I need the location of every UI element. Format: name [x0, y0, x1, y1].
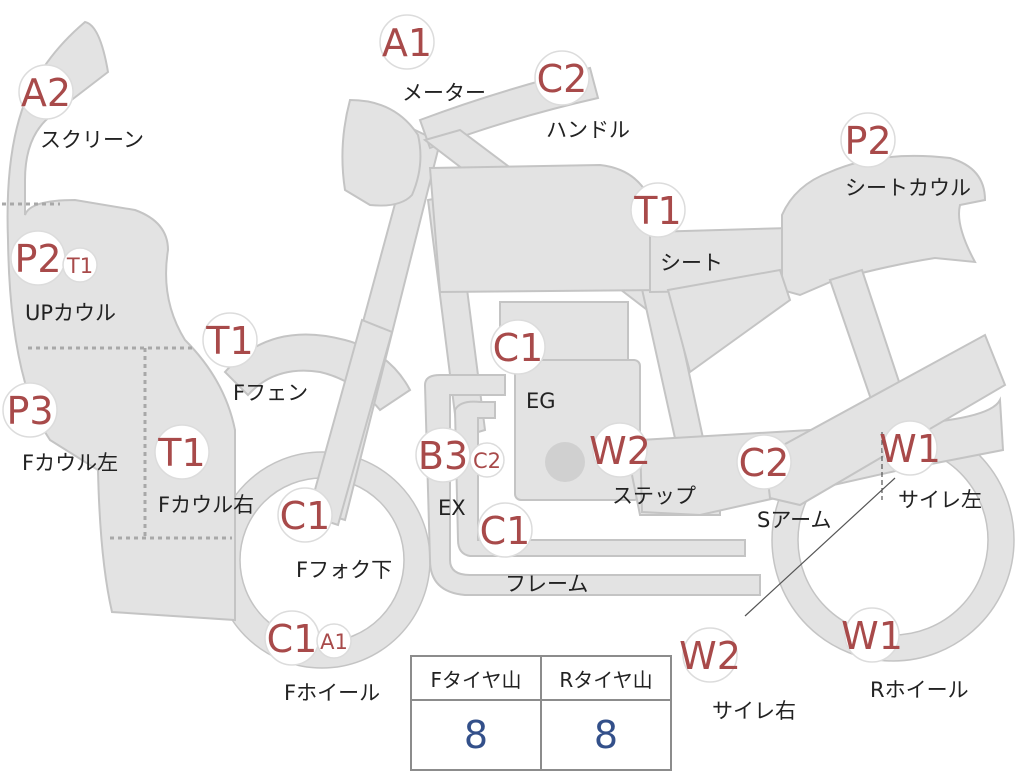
grade-badge-exhaust: B3: [415, 427, 471, 483]
grade-badge-text: T1: [633, 189, 681, 233]
grade-badge-f-wheel: C1: [264, 610, 320, 666]
grade-badge-circle: [62, 247, 98, 283]
part-label-engine: EG: [526, 389, 556, 413]
grade-badge-text: C2: [473, 449, 501, 473]
grade-badge-text: A1: [320, 630, 348, 654]
grade-badge-circle: [477, 502, 533, 558]
part-label-f-wheel: Fホイール: [284, 681, 380, 705]
grade-badge-text: T1: [66, 254, 93, 278]
rear-tread-value: 8: [540, 699, 672, 771]
part-label-meter: メーター: [402, 81, 486, 105]
grade-badge-meter: A1: [379, 14, 435, 70]
part-label-f-fender: Fフェン: [233, 381, 308, 405]
grade-badge-text: A1: [382, 21, 432, 65]
grade-badge-circle: [2, 382, 58, 438]
grade-badge-text: B3: [418, 434, 468, 478]
grade-badge-circle: [316, 623, 352, 659]
exhaust-shape: [423, 374, 761, 596]
tire-tread-table: Fタイヤ山 Rタイヤ山 8 8: [410, 655, 672, 771]
grade-badge-circle: [469, 442, 505, 478]
grade-badge-text: T1: [205, 319, 253, 363]
part-label-f-fork-lower: Fフォク下: [296, 558, 392, 582]
grade-badge-upper-cowl: P2: [10, 230, 66, 286]
part-label-handle: ハンドル: [546, 118, 630, 142]
rear-tread-header: Rタイヤ山: [540, 655, 672, 701]
grade-badge-seat: T1: [630, 182, 686, 238]
grade-badge-step: W2: [589, 422, 651, 478]
grade-badge-circle: [592, 422, 648, 478]
grade-badge-text: C2: [739, 441, 790, 485]
grade-badge-circle: [630, 182, 686, 238]
part-label-muffler-left: サイレ左: [898, 488, 982, 512]
part-label-r-wheel: Rホイール: [870, 678, 969, 702]
grade-badge-text: P2: [14, 237, 61, 281]
front-tread-header: Fタイヤ山: [410, 655, 542, 701]
grade-badge-text: C1: [280, 494, 331, 538]
grade-badge-exhaust: C2: [469, 442, 505, 478]
part-label-frame: フレーム: [505, 572, 588, 596]
part-label-step: ステップ: [612, 484, 696, 508]
grade-badge-text: C1: [480, 509, 531, 553]
part-label-seat: シート: [660, 251, 723, 275]
grade-badge-circle: [844, 607, 900, 663]
grade-badge-circle: [882, 420, 938, 476]
part-label-f-cowl-right: Fカウル右: [158, 493, 254, 517]
grade-badge-f-fender: T1: [202, 312, 258, 368]
part-label-seat-cowl: シートカウル: [845, 176, 971, 200]
fuel-tank-shape: [428, 163, 670, 294]
grade-badge-swing-arm: C2: [736, 434, 792, 490]
grade-badge-circle: [490, 319, 546, 375]
part-label-swing-arm: Sアーム: [757, 508, 831, 532]
grade-badge-text: C2: [537, 57, 588, 101]
grade-badge-circle: [379, 14, 435, 70]
grade-badge-text: W2: [589, 429, 651, 473]
front-tread-value: 8: [410, 699, 542, 771]
part-label-upper-cowl: UPカウル: [25, 301, 116, 325]
grade-badge-text: C1: [267, 617, 318, 661]
grade-badge-text: P3: [6, 389, 53, 433]
grade-badge-upper-cowl: T1: [62, 247, 98, 283]
grade-badge-circle: [534, 50, 590, 106]
grade-badge-engine: C1: [490, 319, 546, 375]
grade-badge-f-cowl-left: P3: [2, 382, 58, 438]
part-label-f-cowl-left: Fカウル左: [22, 451, 118, 475]
grade-badge-circle: [18, 64, 74, 120]
part-label-screen: スクリーン: [40, 128, 144, 152]
grade-badge-circle: [682, 627, 738, 683]
grade-badge-circle: [202, 312, 258, 368]
grade-badge-text: A2: [21, 71, 71, 115]
seat-cowl-shape: [781, 154, 987, 297]
grade-badge-circle: [154, 424, 210, 480]
grade-badge-circle: [840, 112, 896, 168]
tread-header-row: Fタイヤ山 Rタイヤ山: [410, 655, 672, 701]
grade-badge-f-cowl-right: T1: [154, 424, 210, 480]
grade-badge-text: W2: [679, 634, 741, 678]
grade-badge-screen: A2: [18, 64, 74, 120]
grade-badge-r-wheel: W1: [841, 607, 903, 663]
grade-badge-text: W1: [841, 614, 903, 658]
grade-badge-text: C1: [493, 326, 544, 370]
grade-badge-muffler-right: W2: [679, 627, 741, 683]
grade-badge-text: W1: [879, 427, 941, 471]
grade-badge-text: T1: [157, 431, 205, 475]
grade-badge-muffler-left: W1: [879, 420, 941, 476]
meter-shape: [341, 98, 422, 207]
grade-badge-f-fork-lower: C1: [277, 487, 333, 543]
part-label-muffler-right: サイレ右: [712, 699, 796, 723]
grade-badge-frame: C1: [477, 502, 533, 558]
grade-badge-text: P2: [844, 119, 891, 163]
tread-value-row: 8 8: [410, 699, 672, 771]
grade-badge-f-wheel: A1: [316, 623, 352, 659]
grade-badge-circle: [277, 487, 333, 543]
part-label-exhaust: EX: [438, 496, 466, 520]
grade-badge-handle: C2: [534, 50, 590, 106]
grade-badge-circle: [736, 434, 792, 490]
grade-badge-seat-cowl: P2: [840, 112, 896, 168]
